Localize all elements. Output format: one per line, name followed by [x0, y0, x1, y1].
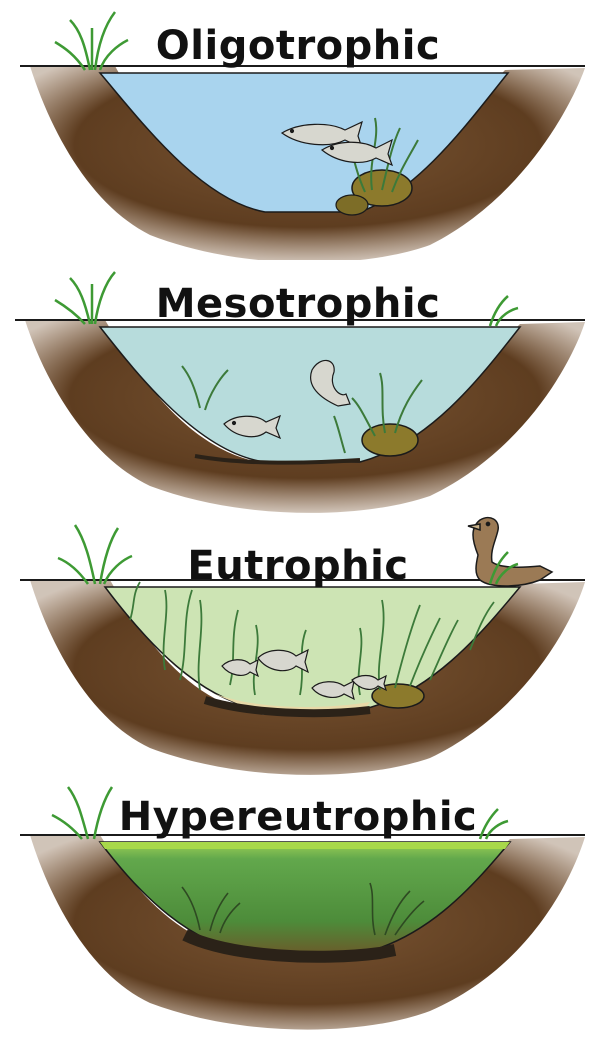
panel-title: Oligotrophic	[0, 26, 596, 66]
lake-panel-eutrophic: Eutrophic	[0, 510, 596, 770]
lake-panel-hypereutrophic: Hypereutrophic	[0, 775, 596, 1035]
panel-title: Mesotrophic	[0, 284, 596, 324]
algae-bloom	[100, 842, 510, 849]
lake-panel-oligotrophic: Oligotrophic	[0, 0, 596, 260]
lake-panel-mesotrophic: Mesotrophic	[0, 258, 596, 518]
panel-title: Hypereutrophic	[0, 797, 596, 837]
panel-title: Eutrophic	[0, 546, 596, 586]
